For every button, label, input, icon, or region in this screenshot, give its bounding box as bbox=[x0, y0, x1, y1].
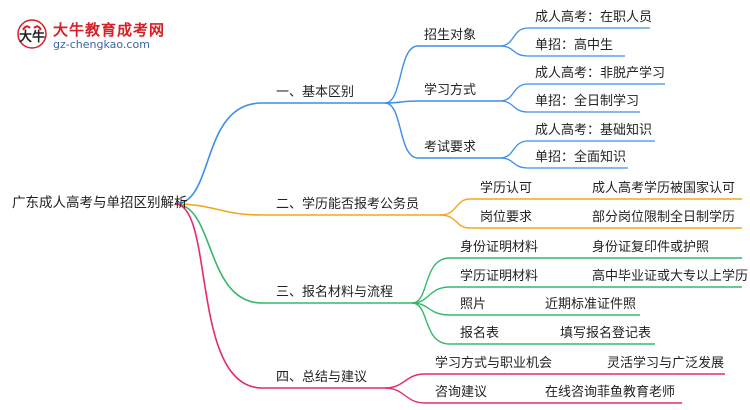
branch-materials-process: 三、报名材料与流程 bbox=[276, 285, 394, 300]
logo-name: 大牛教育成考网 bbox=[53, 21, 166, 39]
connector-root-branch4 bbox=[174, 203, 263, 389]
connector-b4-c2 bbox=[384, 387, 426, 404]
leaf-mode-single: 单招：全日制学习 bbox=[535, 94, 640, 109]
connector-b3-c1 bbox=[411, 257, 451, 304]
value-education-materials: 高中毕业证或大专以上学历 bbox=[592, 269, 749, 284]
connector-b1-c2 bbox=[384, 100, 419, 104]
svg-text:大牛: 大牛 bbox=[19, 29, 45, 45]
node-study-career: 学习方式与职业机会 bbox=[435, 356, 553, 371]
node-degree-recognition: 学历认可 bbox=[480, 181, 533, 196]
value-id-materials: 身份证复印件或护照 bbox=[592, 240, 710, 255]
leaf-exam-adult: 成人高考：基础知识 bbox=[535, 123, 653, 138]
node-enrollment-target: 招生对象 bbox=[424, 28, 477, 43]
connector-b1-c3-i2 bbox=[499, 157, 529, 169]
connector-b1-c1-i2 bbox=[499, 45, 529, 57]
connector-root-branch1 bbox=[174, 102, 263, 205]
connector-root-branch3 bbox=[174, 203, 263, 304]
node-id-materials: 身份证明材料 bbox=[460, 240, 539, 255]
leaf-mode-adult: 成人高考：非脱产学习 bbox=[535, 66, 666, 81]
value-photo: 近期标准证件照 bbox=[545, 297, 637, 312]
node-study-mode: 学习方式 bbox=[424, 83, 477, 98]
node-photo: 照片 bbox=[460, 297, 487, 312]
node-education-materials: 学历证明材料 bbox=[460, 269, 539, 284]
leaf-target-adult: 成人高考：在职人员 bbox=[535, 10, 653, 25]
value-study-career: 灵活学习与广泛发展 bbox=[607, 356, 725, 371]
leaf-exam-single: 单招：全面知识 bbox=[535, 150, 627, 165]
value-degree-recognition: 成人高考学历被国家认可 bbox=[592, 181, 736, 196]
connector-b2-c1 bbox=[439, 198, 471, 216]
node-exam-requirement: 考试要求 bbox=[424, 140, 477, 155]
value-position-requirement: 部分岗位限制全日制学历 bbox=[592, 210, 736, 225]
connector-root-branch2 bbox=[174, 203, 263, 216]
value-consult-advice: 在线咨询菲鱼教育老师 bbox=[545, 385, 676, 400]
node-consult-advice: 咨询建议 bbox=[435, 385, 488, 400]
connector-b1-c1 bbox=[384, 45, 419, 104]
node-registration-form: 报名表 bbox=[460, 326, 500, 341]
value-registration-form: 填写报名登记表 bbox=[560, 326, 652, 341]
branch-summary: 四、总结与建议 bbox=[276, 370, 368, 385]
connector-b1-c3-i1 bbox=[499, 140, 529, 159]
connector-b1-c2-i1 bbox=[499, 83, 529, 102]
connector-b4-c1 bbox=[384, 373, 426, 389]
branch-civil-service: 二、学历能否报考公务员 bbox=[276, 197, 420, 212]
logo-url: gz-chengkao.com bbox=[53, 38, 150, 51]
node-position-requirement: 岗位要求 bbox=[480, 210, 533, 225]
connector-b1-c1-i1 bbox=[499, 27, 529, 47]
connector-b2-c2 bbox=[439, 214, 471, 229]
leaf-target-single: 单招：高中生 bbox=[535, 38, 614, 53]
connector-b1-c2-i2 bbox=[499, 100, 529, 113]
connector-b1-c3 bbox=[384, 102, 419, 159]
bull-logo-icon: 大牛 bbox=[17, 19, 47, 49]
branch-basic-differences: 一、基本区别 bbox=[276, 85, 355, 100]
connector-b3-c4 bbox=[411, 302, 451, 345]
mindmap-root: 广东成人高考与单招区别解析 bbox=[12, 195, 188, 211]
site-logo: 大牛 大牛教育成考网 gz-chengkao.com bbox=[16, 16, 186, 56]
